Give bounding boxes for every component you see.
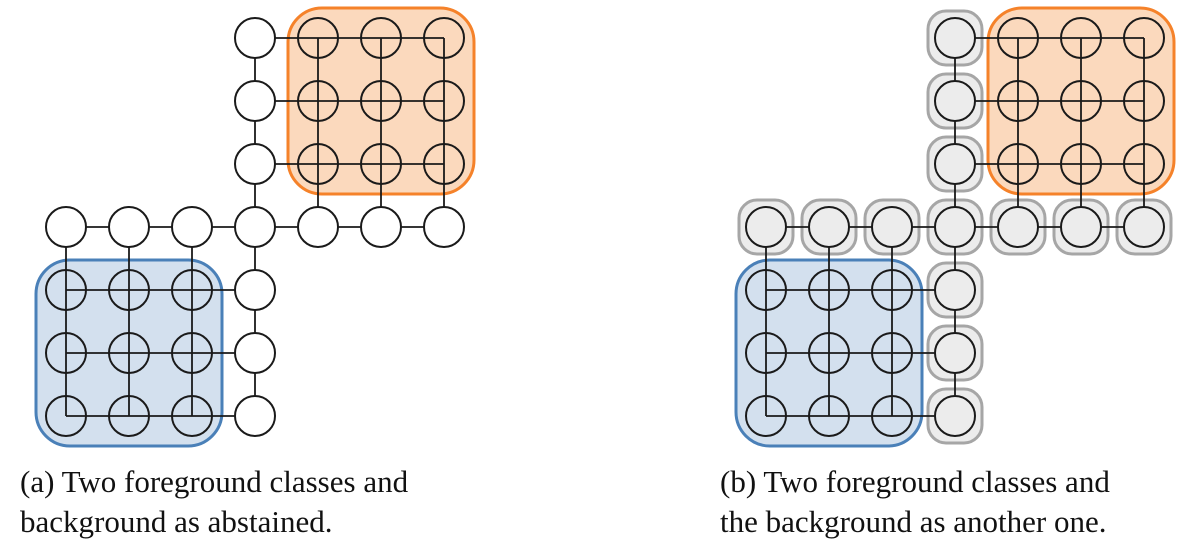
graph-node — [808, 206, 850, 248]
graph-node — [234, 143, 276, 185]
graph-node — [934, 269, 976, 311]
graph-node — [871, 395, 913, 437]
graph-node — [171, 395, 213, 437]
graph-node — [934, 206, 976, 248]
graph-node — [171, 269, 213, 311]
graph-node — [171, 332, 213, 374]
graph-node — [934, 143, 976, 185]
graph-node — [360, 143, 402, 185]
graph-node — [234, 80, 276, 122]
graph-node — [1060, 80, 1102, 122]
graph-node — [360, 80, 402, 122]
graph-node — [808, 269, 850, 311]
graph-node — [1123, 17, 1165, 59]
graph-node — [1060, 143, 1102, 185]
graph-node — [808, 395, 850, 437]
graph-node — [745, 395, 787, 437]
graph-node — [423, 17, 465, 59]
graph-node — [360, 206, 402, 248]
caption-a-line-2: background as abstained. — [20, 504, 333, 539]
graph-node — [45, 332, 87, 374]
graph-node — [997, 80, 1039, 122]
graph-node — [997, 17, 1039, 59]
graph-node — [934, 332, 976, 374]
graph-node — [1123, 143, 1165, 185]
graph-node — [934, 17, 976, 59]
graph-node — [108, 269, 150, 311]
graph-node — [423, 143, 465, 185]
graph-node — [108, 395, 150, 437]
graph-node — [934, 80, 976, 122]
graph-node — [1123, 206, 1165, 248]
graph-node — [297, 17, 339, 59]
graph-node — [234, 269, 276, 311]
graph-node — [997, 206, 1039, 248]
graph-node — [1060, 17, 1102, 59]
graph-node — [297, 143, 339, 185]
graph-node — [234, 332, 276, 374]
graph-node — [171, 206, 213, 248]
caption-b-line-2: the background as another one. — [720, 504, 1107, 539]
graph-node — [234, 395, 276, 437]
graph-node — [45, 269, 87, 311]
graph-node — [745, 269, 787, 311]
graph-node — [871, 269, 913, 311]
graph-node — [934, 395, 976, 437]
graph-node — [997, 143, 1039, 185]
graph-figure — [34, 6, 1176, 448]
graph-node — [45, 395, 87, 437]
graph-node — [1060, 206, 1102, 248]
graph-node — [871, 206, 913, 248]
graph-node — [423, 206, 465, 248]
caption-a: (a) Two foreground classes and backgroun… — [20, 462, 408, 542]
graph-node — [297, 206, 339, 248]
graph-node — [871, 332, 913, 374]
graph-node — [360, 17, 402, 59]
panel-a-graph — [34, 6, 476, 448]
graph-node — [108, 206, 150, 248]
graph-node — [745, 206, 787, 248]
caption-b-line-1: (b) Two foreground classes and — [720, 464, 1110, 499]
caption-b: (b) Two foreground classes and the backg… — [720, 462, 1110, 542]
graph-node — [423, 80, 465, 122]
graph-node — [808, 332, 850, 374]
graph-node — [45, 206, 87, 248]
graph-node — [297, 80, 339, 122]
panel-b-graph — [734, 6, 1176, 448]
graph-node — [108, 332, 150, 374]
caption-a-line-1: (a) Two foreground classes and — [20, 464, 409, 499]
graph-node — [745, 332, 787, 374]
graph-node — [234, 206, 276, 248]
graph-node — [1123, 80, 1165, 122]
graph-node — [234, 17, 276, 59]
